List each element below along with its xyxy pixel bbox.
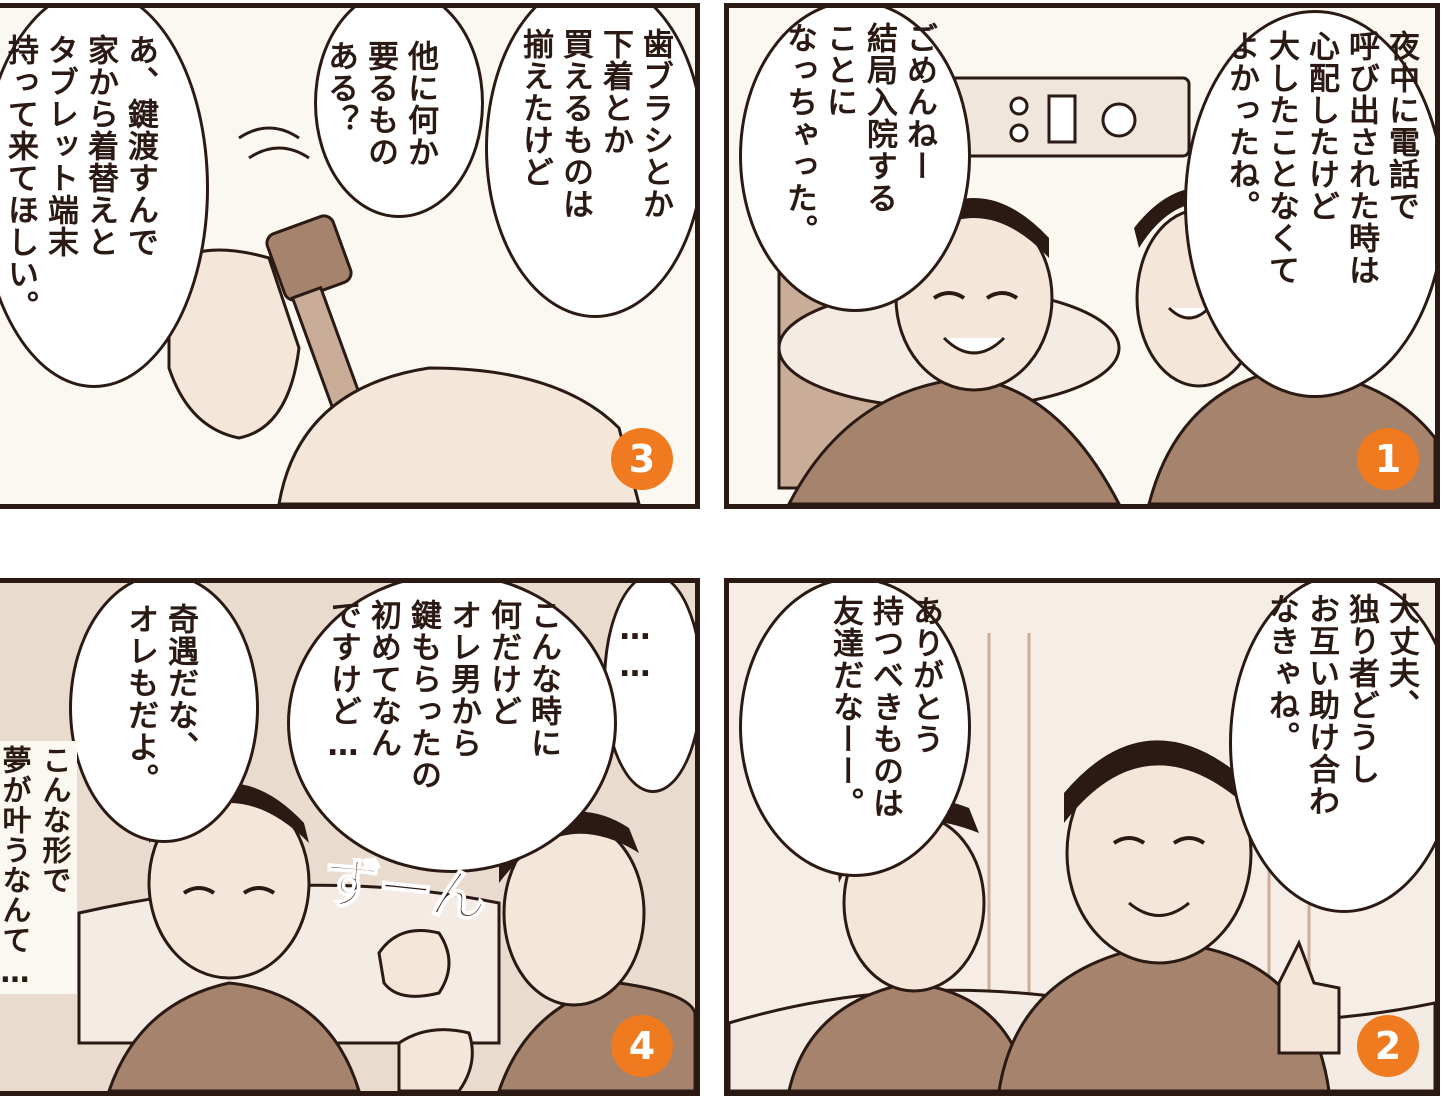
panel-2: 大丈夫、 独り者どうし お互い助け合わ なきゃね。 ありがとう 持つべきものは … — [724, 578, 1440, 1096]
speech-text-patient: ありがとう 持つべきものは 友達だなーー。 — [827, 595, 943, 819]
speech-bubble-visitor — [1229, 583, 1435, 913]
key-hand — [397, 1028, 474, 1091]
speech-bubble-patient — [739, 8, 971, 312]
speech-bubble-ellipsis — [603, 583, 695, 793]
panel-number-badge: 2 — [1357, 1015, 1419, 1077]
speech-bubble-visitor — [1184, 10, 1435, 398]
panel-number-badge: 4 — [611, 1015, 673, 1077]
speech-bubble-visitor — [287, 583, 617, 873]
speech-text-patient: ごめんねー 結局入院する ことに なっちゃった。 — [781, 22, 937, 246]
panel-number-badge: 3 — [611, 428, 673, 490]
speech-bubble-patient — [739, 583, 971, 877]
speech-bubble-middle — [314, 8, 484, 218]
speech-text-left: あ、鍵渡すんで 家から着替えと タブレット端末 持って来てほしい。 — [2, 34, 158, 322]
speech-text-visitor: 大丈夫、 独り者どうし お互い助け合わ なきゃね。 — [1263, 593, 1419, 817]
panel-3-art — [167, 126, 641, 504]
sound-effect: ずーん — [320, 849, 490, 933]
panel-number-badge: 1 — [1357, 428, 1419, 490]
panel-1: 夜中に電話で 呼び出された時は 心配したけど 大したことなくて よかったね。 ご… — [724, 3, 1440, 509]
thumbs-up-hand — [1277, 939, 1341, 1055]
receiving-hand — [277, 366, 641, 504]
speech-bubble-left — [0, 8, 209, 388]
speech-bubble-right — [485, 8, 695, 318]
narration-text: こんな形で 夢が叶うなんて… — [0, 741, 77, 994]
speech-bubble-patient — [69, 583, 259, 843]
speech-text-middle: 他に何か 要るもの ある？ — [322, 40, 438, 168]
patient-body — [107, 981, 361, 1091]
panel-4: …… こんな時に 何だけど オレ男から 鍵もらったの 初めてなん ですけど… 奇… — [0, 578, 700, 1096]
speech-text-right: 歯ブラシとか 下着とか 買えるものは 揃えたけど — [517, 28, 673, 220]
giving-hand — [167, 248, 301, 440]
speech-text-patient: 奇遇だな、 オレもだよ。 — [122, 603, 198, 795]
panel-3: 歯ブラシとか 下着とか 買えるものは 揃えたけど 他に何か 要るもの ある？ あ… — [0, 3, 700, 509]
speech-text-visitor: こんな時に 何だけど オレ男から 鍵もらったの 初めてなん ですけど… — [325, 599, 561, 791]
fist — [377, 929, 451, 998]
speech-text-ellipsis: …… — [617, 611, 653, 685]
speech-text-visitor: 夜中に電話で 呼び出された時は 心配したけど 大したことなくて よかったね。 — [1223, 30, 1419, 286]
